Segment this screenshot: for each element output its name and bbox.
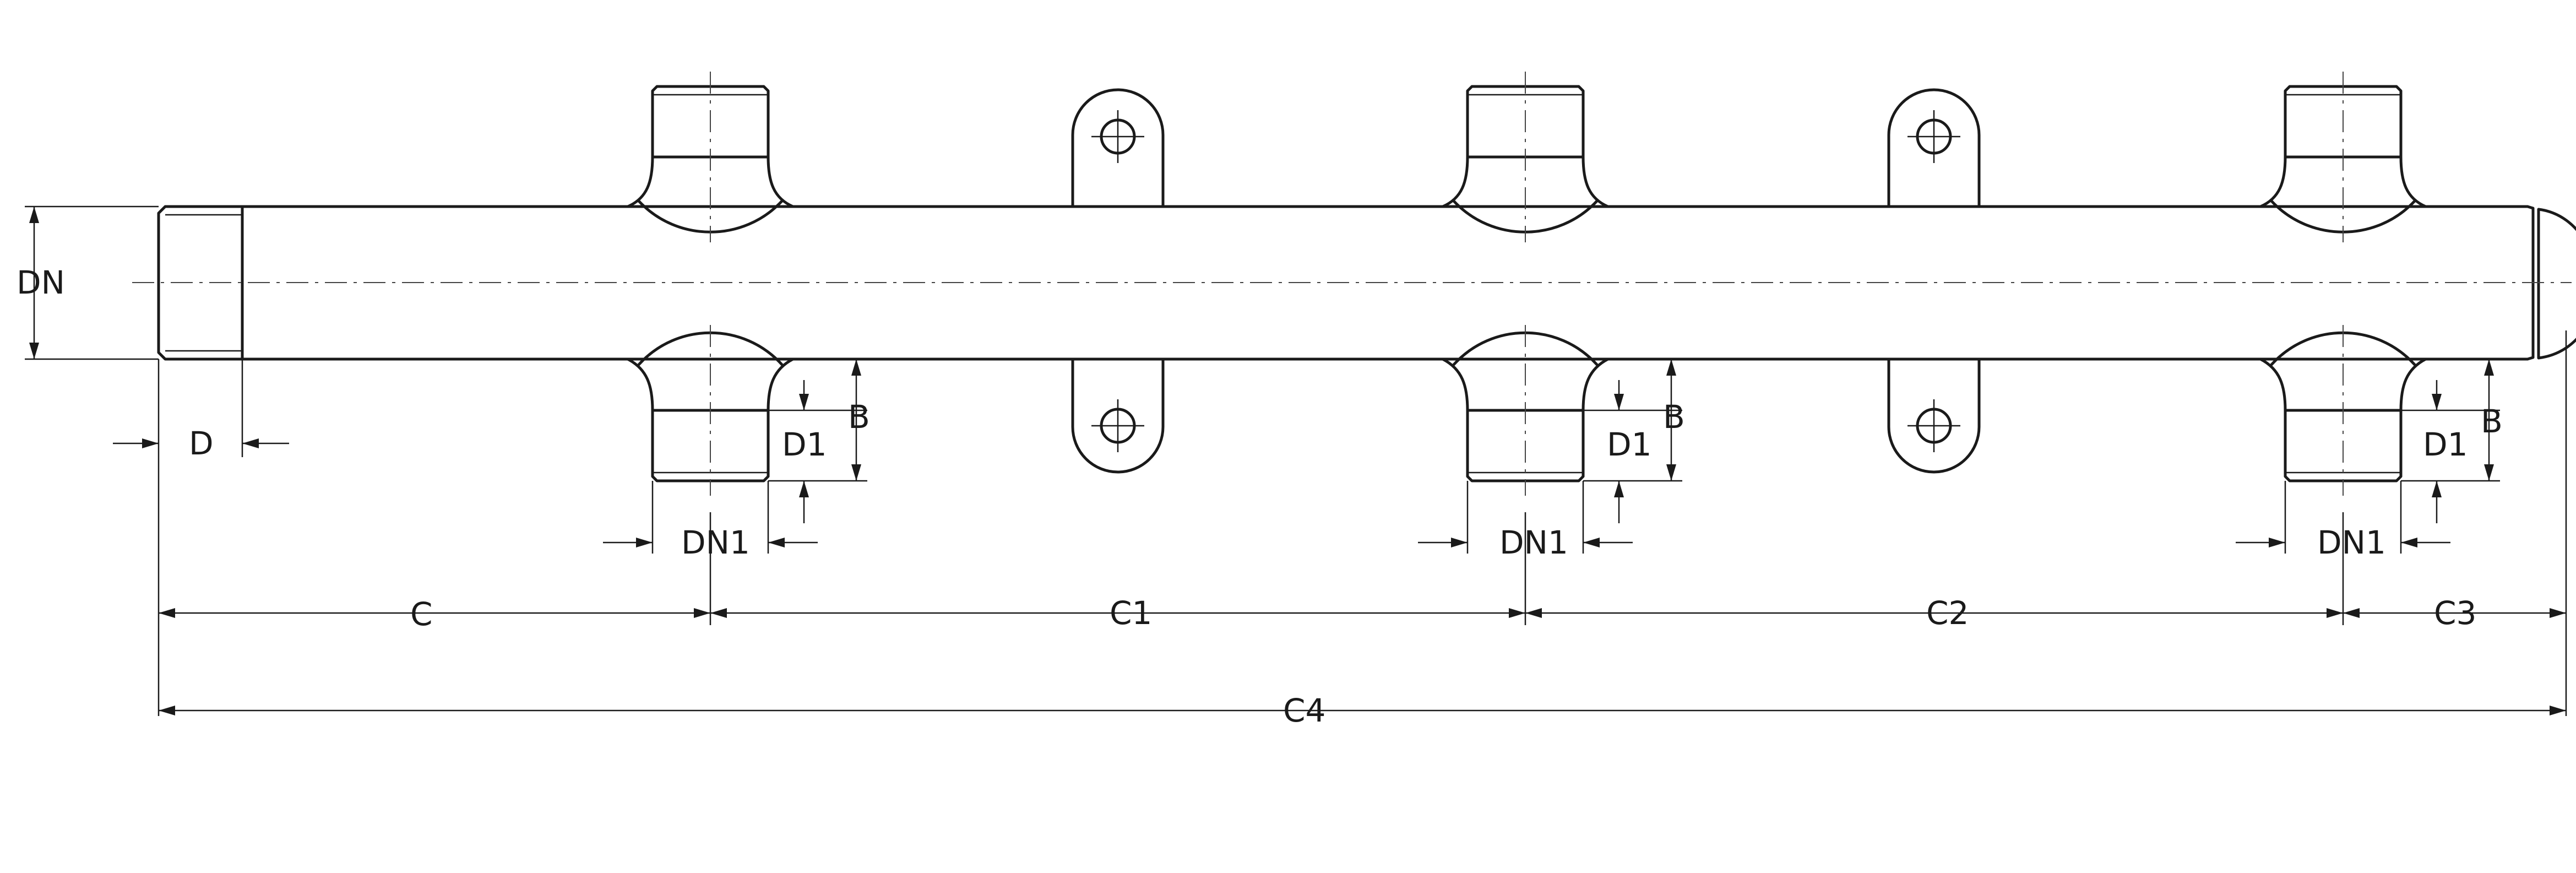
bracket-top-2 (1887, 88, 1981, 208)
label-b-1: B (848, 398, 870, 436)
label-c2: C2 (1926, 594, 1969, 632)
label-d1-2: D1 (1607, 426, 1652, 463)
outlet-top-1 (626, 72, 795, 242)
outlet-top-2 (1441, 72, 1610, 242)
label-b-3: B (2481, 403, 2503, 440)
label-dn: DN (17, 264, 65, 301)
main-pipe (132, 205, 2576, 361)
outlet-top-3 (2259, 72, 2427, 242)
bracket-group (1071, 88, 1981, 474)
outlet-group (626, 72, 2427, 496)
label-dn1-3: DN1 (2317, 524, 2386, 561)
label-dn1-2: DN1 (1499, 524, 1568, 561)
outlet-bottom-1 (626, 325, 795, 496)
label-c: C (410, 595, 433, 633)
bracket-top-1 (1071, 88, 1165, 208)
label-dn1-1: DN1 (681, 524, 750, 561)
label-c4: C4 (1283, 692, 1325, 729)
label-d1-1: D1 (782, 426, 827, 463)
bracket-bottom-1 (1071, 357, 1165, 474)
label-d: D (189, 425, 214, 462)
label-d1-3: D1 (2423, 426, 2468, 463)
label-c1: C1 (1110, 594, 1152, 632)
dim-dn1-2 (1418, 358, 1682, 625)
dimension-lines (25, 205, 2567, 716)
dim-dn1-3 (2236, 358, 2500, 625)
dimension-labels: DN D DN1 DN1 DN1 D1 D1 D1 B B B C C1 C2 … (17, 264, 2503, 729)
label-c3: C3 (2434, 594, 2476, 632)
outlet-bottom-2 (1441, 325, 1610, 496)
dim-dn1-1 (603, 358, 867, 625)
label-b-2: B (1663, 398, 1685, 436)
bracket-bottom-2 (1887, 357, 1981, 474)
